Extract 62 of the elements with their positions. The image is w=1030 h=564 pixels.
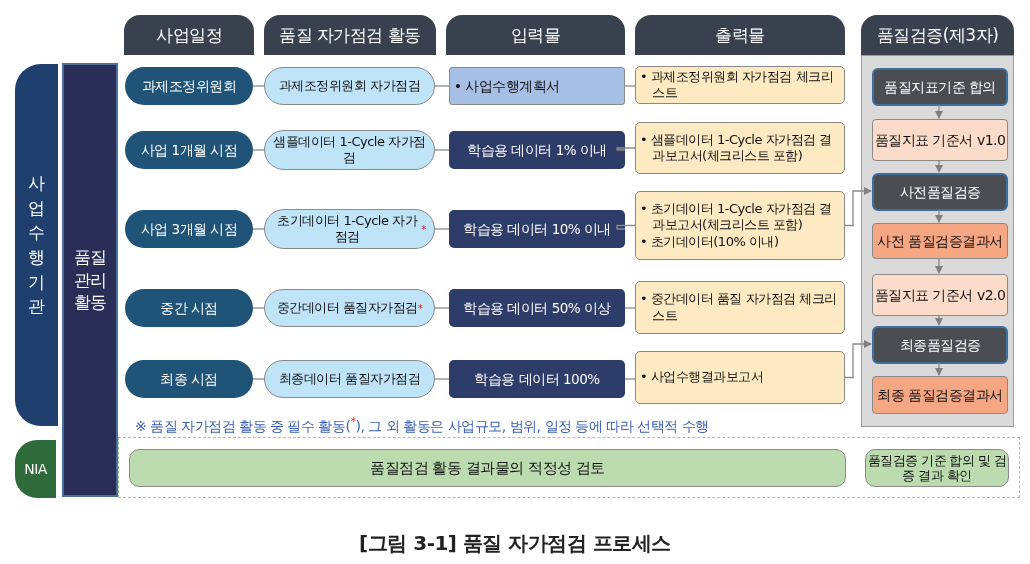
input-box: 학습용 데이터 1% 이내 [449,131,625,169]
output-box: • 중간데이터 품질 자가점검 체크리스트 [635,281,845,334]
review-box: 품질검증 기준 합의 및 검증 결과 확인 [865,449,1009,487]
step-box: 품질지표기준 합의 [872,68,1008,106]
output-box: • 샘플데이터 1-Cycle 자가점검 결과보고서(체크리스트 포함) [635,122,845,174]
verification-panel [861,55,1014,427]
step-box: 사전품질검증 [872,173,1008,211]
output-box: • 과제조정위원회 자가점검 체크리스트 [635,66,845,104]
connector-line [434,378,450,380]
arrow [935,257,943,274]
arrow [935,314,943,326]
side-band: 품질 관리 활동 [62,63,118,497]
document-box: 품질지표 기준서 v1.0 [872,119,1008,161]
arrow [935,209,943,223]
activity-pill: 최종데이터 품질자가점검 [264,360,435,398]
output-box: • 초기데이터 1-Cycle 자가점검 결과보고서(체크리스트 포함) • 초기데이터(10% 이내) [635,191,845,260]
connector-line [624,85,636,87]
arrow [844,187,872,227]
header-tab: 출력물 [635,15,845,55]
schedule-pill: 최종 시점 [125,360,253,398]
side-band: NIA [15,440,56,498]
arrow [844,340,872,379]
review-box: 품질점검 활동 결과물의 적정성 검토 [129,449,846,487]
schedule-pill: 과제조정위원회 [125,67,253,105]
input-box: 학습용 데이터 50% 이상 [449,289,625,327]
connector-line [616,147,636,151]
arrow [935,104,943,119]
schedule-pill: 사업 1개월 시점 [125,131,253,169]
document-box: 최종 품질검증결과서 [872,376,1008,414]
arrow [935,159,943,173]
connector-line [252,378,265,380]
activity-pill: 샘플데이터 1-Cycle 자가점검 [264,130,435,170]
schedule-pill: 중간 시점 [125,289,253,327]
arrow [935,362,943,376]
connector-line [434,85,450,87]
connector-line [252,85,265,87]
connector-line [624,307,636,309]
document-box: 사전 품질검증결과서 [872,223,1008,259]
connector-line [434,149,450,151]
schedule-pill: 사업 3개월 시점 [125,210,253,248]
input-box: 학습용 데이터 100% [449,360,625,398]
connector-line [616,224,636,230]
header-tab: 품질 자가점검 활동 [264,15,436,55]
header-tab: 품질검증(제3자) [861,15,1014,55]
output-box: • 사업수행결과보고서 [635,351,845,404]
note-text: ※ 품질 자가점검 활동 중 필수 활동($^{*}$), 그 외 활동은 사업규모, 범위, 일정 등에 따라 선택적 수행 [135,415,709,436]
document-box: 품질지표 기준서 v2.0 [872,274,1008,316]
header-tab: 입력물 [446,15,625,55]
input-box: • 사업수행계획서 [449,67,625,105]
connector-line [252,228,265,230]
side-band: 사업수행기관 [15,64,58,426]
input-box: 학습용 데이터 10% 이내 [449,210,625,248]
activity-pill: 과제조정위원회 자가점검 [264,67,435,105]
header-tab: 사업일정 [124,15,254,55]
dashed-frame [118,437,1020,498]
caption: [그림 3-1] 품질 자가점검 프로세스 [359,531,671,555]
connector-line [434,228,450,230]
connector-line [252,149,265,151]
connector-line [624,378,636,380]
connector-line [434,307,450,309]
connector-line [252,307,265,309]
step-box: 최종품질검증 [872,326,1008,364]
